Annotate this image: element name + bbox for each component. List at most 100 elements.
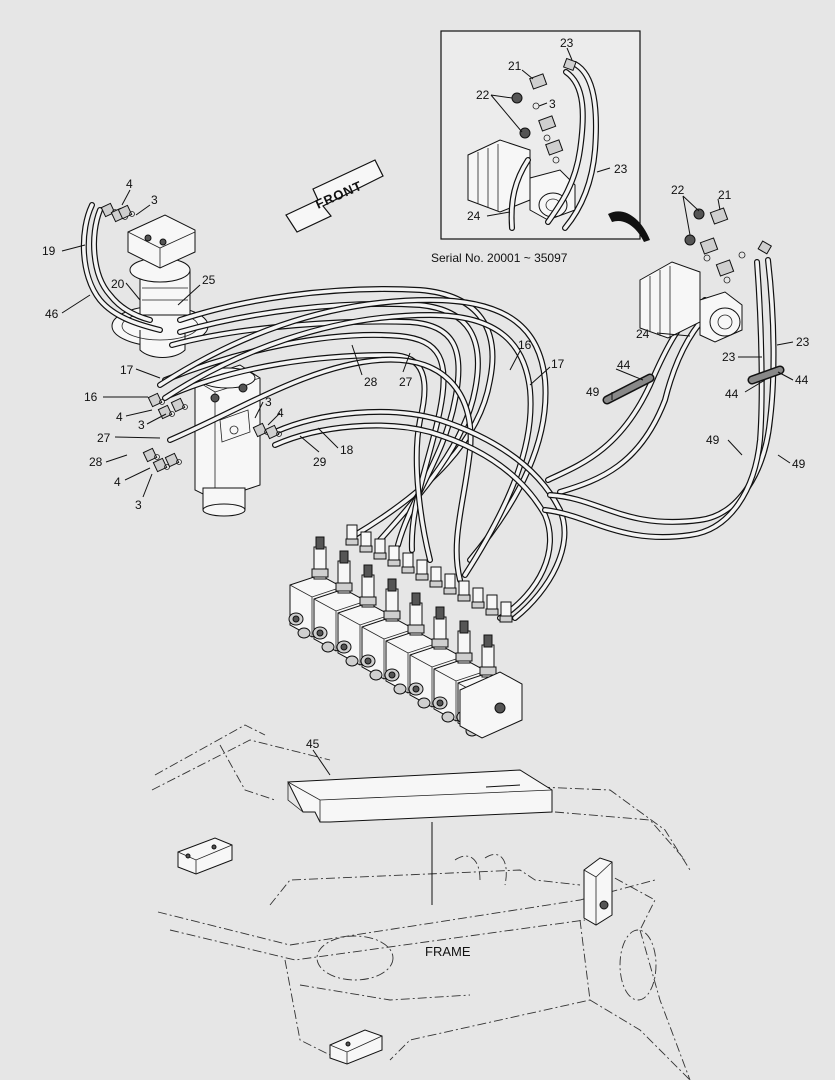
callout-right-49-b: 49 xyxy=(706,433,720,447)
hose-10-core xyxy=(168,357,473,582)
callout-inset-22: 22 xyxy=(476,88,490,102)
travel-motor xyxy=(639,261,743,343)
hose-14-core xyxy=(558,308,714,494)
callout-right-22: 22 xyxy=(671,183,685,197)
valve-port-bore xyxy=(412,685,420,693)
callout-right-44-a: 44 xyxy=(617,358,631,372)
callout-right-49-c: 49 xyxy=(792,457,806,471)
valve-port-bore xyxy=(388,671,396,679)
valve-port xyxy=(393,683,407,695)
valve-end-bolt xyxy=(494,702,506,714)
valve-section-edges xyxy=(337,612,391,665)
valve-spool-nut xyxy=(311,568,329,578)
valve-end-cover xyxy=(459,671,523,739)
valve-port-bore xyxy=(364,657,372,665)
callout-mid-16: 16 xyxy=(518,338,532,352)
callout-right-21: 21 xyxy=(718,188,732,202)
hose-end-nut xyxy=(499,615,513,623)
callout-mid-17: 17 xyxy=(551,357,565,371)
inset-fittings xyxy=(511,57,577,164)
hose-12-core xyxy=(273,423,552,620)
valve-spool-nut xyxy=(335,582,353,592)
callout-left-4-a: 4 xyxy=(116,410,123,424)
union-fitting xyxy=(157,404,173,420)
valve-section-edges xyxy=(433,668,487,721)
hose-end-nut xyxy=(485,608,499,616)
union-fitting xyxy=(170,397,186,413)
o-ring xyxy=(129,211,135,217)
valve-spool-cap xyxy=(411,592,421,606)
valve-section-edges xyxy=(289,584,343,637)
callout-inset-23-top: 23 xyxy=(560,36,574,50)
valve-spool-cap xyxy=(339,550,349,564)
control-valve-bank xyxy=(288,524,523,739)
callout-swivel-3: 3 xyxy=(151,193,158,207)
hose-sleeve-core-2 xyxy=(749,367,783,383)
hose-sleeve-core-1 xyxy=(604,375,653,403)
callout-inset-3-a: 3 xyxy=(549,97,556,111)
callout-inset-24: 24 xyxy=(467,209,481,223)
valve-spool-nut xyxy=(455,652,473,662)
hose-2-core xyxy=(92,208,152,322)
hose-4-core xyxy=(178,302,480,542)
hose-end-nut xyxy=(443,587,457,595)
inset-pointer-arrow xyxy=(608,211,650,242)
o-ring xyxy=(276,431,282,437)
union-fitting xyxy=(252,422,268,438)
rotary-valve-body xyxy=(194,364,261,517)
valve-spool-cap xyxy=(483,634,493,648)
hose-11-core xyxy=(273,410,567,620)
hose-cover-plate xyxy=(287,769,553,823)
callout-swivel-46: 46 xyxy=(45,307,59,321)
o-ring xyxy=(176,459,182,465)
union-fitting xyxy=(164,452,180,468)
callout-left-16: 16 xyxy=(84,390,98,404)
valve-spool-cap xyxy=(363,564,373,578)
callout-left-28: 28 xyxy=(89,455,103,469)
valve-port xyxy=(417,697,431,709)
valve-spool-cap xyxy=(387,578,397,592)
frame-blocks xyxy=(177,837,613,1065)
valve-port-bore xyxy=(436,699,444,707)
valve-port xyxy=(369,669,383,681)
union-fitting xyxy=(264,424,280,440)
callout-left-4-b: 4 xyxy=(114,475,121,489)
valve-spool-cap xyxy=(459,620,469,634)
callout-swivel-25: 25 xyxy=(202,273,216,287)
o-ring xyxy=(159,399,165,405)
left-fittings xyxy=(100,202,282,473)
callout-mid-4: 4 xyxy=(277,406,284,420)
union-fitting xyxy=(147,392,163,408)
callout-left-3-b: 3 xyxy=(135,498,142,512)
callout-right-23-a: 23 xyxy=(796,335,810,349)
callout-left-27: 27 xyxy=(97,431,111,445)
valve-section-edges xyxy=(409,654,463,707)
valve-port-bore xyxy=(340,643,348,651)
text-labels: FRONT Serial No. 20001 ~ 35097 FRAME 23 … xyxy=(42,36,810,959)
serial-inset-box xyxy=(440,30,641,240)
travel-motor-fittings xyxy=(684,207,773,284)
front-direction-arrow xyxy=(285,159,384,233)
hose-16-core xyxy=(543,260,764,539)
valve-port xyxy=(345,655,359,667)
union-fitting xyxy=(142,447,158,463)
valve-spool-cap xyxy=(435,606,445,620)
callout-mid-18: 18 xyxy=(340,443,354,457)
o-ring xyxy=(182,404,188,410)
valve-spool-cap xyxy=(315,536,325,550)
valve-spool-nut xyxy=(479,666,497,676)
callout-right-44-b: 44 xyxy=(795,373,809,387)
o-ring xyxy=(154,454,160,460)
valve-port xyxy=(441,711,455,723)
hose-end-nut xyxy=(429,580,443,588)
o-ring xyxy=(169,411,175,417)
hose-end-nut xyxy=(359,545,373,553)
valve-port-bore xyxy=(292,615,300,623)
hose-end-nut xyxy=(457,594,471,602)
callout-mid-29: 29 xyxy=(313,455,327,469)
union-fitting xyxy=(152,457,168,473)
valve-port xyxy=(321,641,335,653)
hose-end-nut xyxy=(373,552,387,560)
